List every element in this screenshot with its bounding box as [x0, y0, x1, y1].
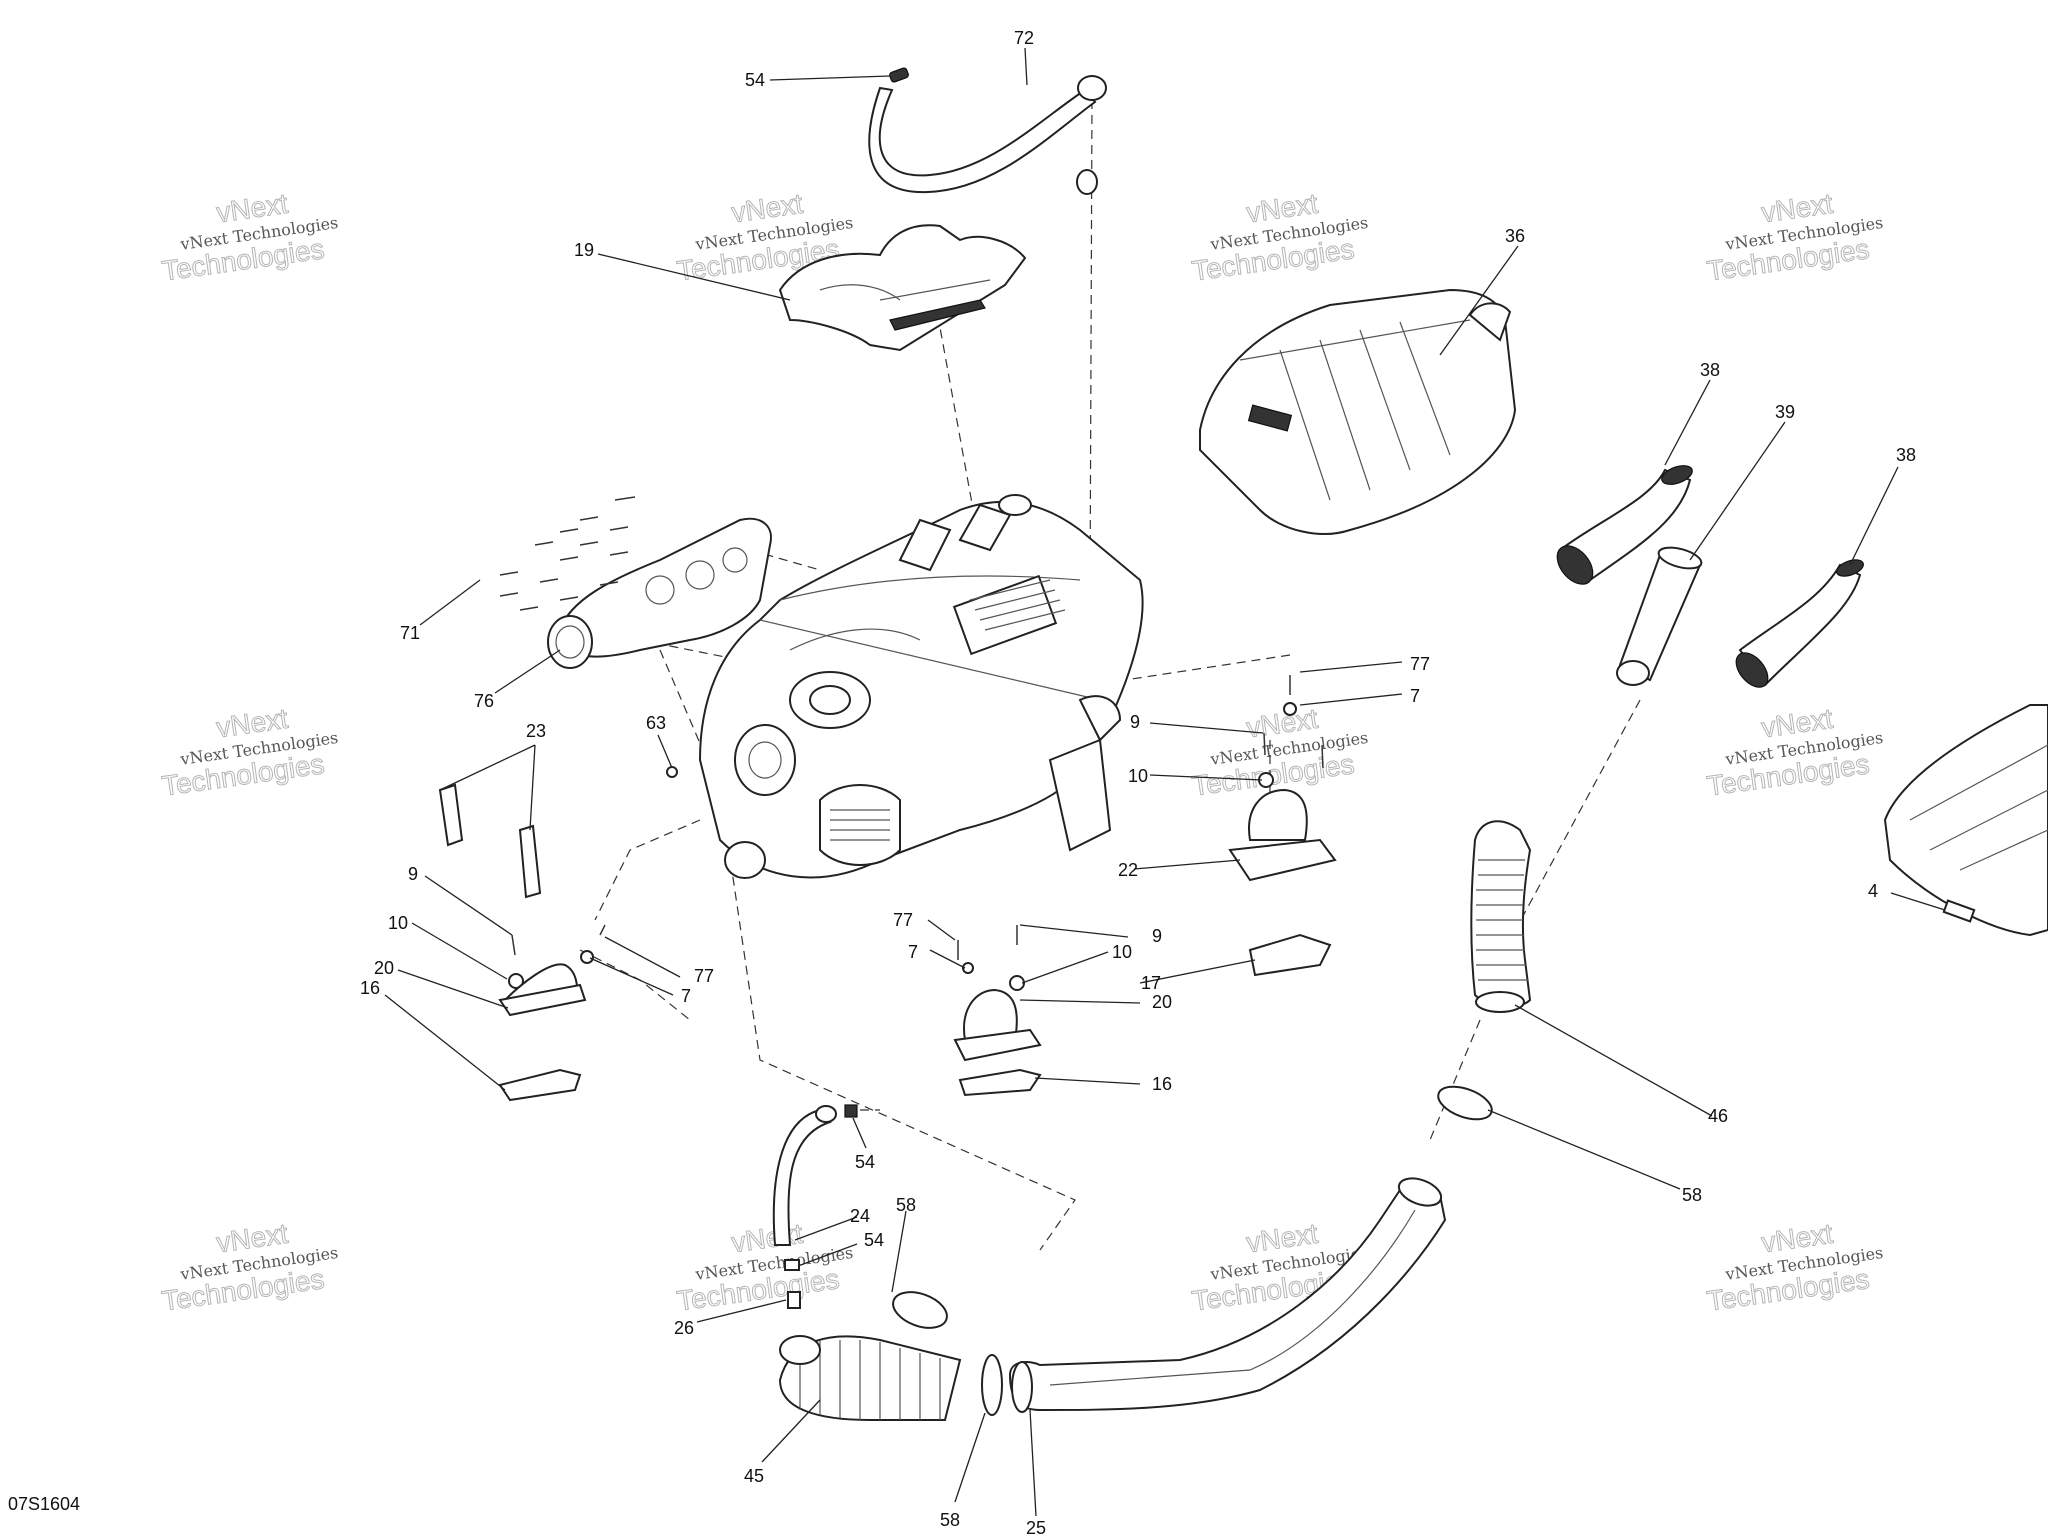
callout-76: 76: [474, 691, 494, 711]
brackets-23: [438, 783, 542, 899]
callout-58: 58: [896, 1195, 916, 1215]
callout-46: 46: [1708, 1106, 1728, 1126]
intake-bellows-46: [1470, 820, 1532, 1013]
callout-54: 54: [864, 1230, 884, 1250]
intake-bellows-45: [778, 1335, 962, 1421]
oil-pan-4: [1883, 704, 2048, 937]
callout-77: 77: [1410, 654, 1430, 674]
callout-22: 22: [1118, 860, 1138, 880]
callout-9: 9: [1130, 712, 1140, 732]
clamps-58: [892, 1085, 1493, 1416]
callout-9: 9: [408, 864, 418, 884]
callout-54: 54: [745, 70, 765, 90]
callout-16: 16: [360, 978, 380, 998]
plug-63: [666, 766, 678, 778]
callout-71: 71: [400, 623, 420, 643]
callout-4: 4: [1868, 881, 1878, 901]
callout-10: 10: [1128, 766, 1148, 786]
callout-17: 17: [1141, 973, 1161, 993]
engine-assembly: [698, 494, 1144, 879]
callout-58: 58: [940, 1510, 960, 1530]
callout-38: 38: [1896, 445, 1916, 465]
callout-54: 54: [855, 1152, 875, 1172]
callout-labels: 72 54 19 36 38 39 38 71 76 23 63 77 7 9 …: [360, 28, 1916, 1536]
callout-10: 10: [388, 913, 408, 933]
callout-20: 20: [1152, 992, 1172, 1012]
bolts-71: [499, 496, 636, 611]
callout-7: 7: [908, 942, 918, 962]
callout-16: 16: [1152, 1074, 1172, 1094]
exhaust-manifold-76: [547, 517, 772, 669]
callout-23: 23: [526, 721, 546, 741]
engine-mount-center: [953, 925, 1332, 1097]
intake-tube-25: [1008, 1177, 1447, 1413]
callout-58: 58: [1682, 1185, 1702, 1205]
airbox-cover-36: [1199, 288, 1517, 535]
callout-38: 38: [1700, 360, 1720, 380]
callout-39: 39: [1775, 402, 1795, 422]
leader-lines: [384, 47, 1946, 1517]
callout-20: 20: [374, 958, 394, 978]
callout-63: 63: [646, 713, 666, 733]
callout-19: 19: [574, 240, 594, 260]
clamp-54-top: [889, 67, 909, 83]
callout-10: 10: [1112, 942, 1132, 962]
callout-72: 72: [1014, 28, 1034, 48]
callout-7: 7: [1410, 686, 1420, 706]
engine-cover-19: [778, 224, 1027, 352]
callout-77: 77: [694, 966, 714, 986]
air-tube-38-right: [1735, 559, 1864, 688]
air-tube-39: [1616, 546, 1703, 686]
figure-reference-code: 07S1604: [8, 1494, 80, 1514]
callout-26: 26: [674, 1318, 694, 1338]
engine-mount-left: [498, 924, 606, 1102]
callout-45: 45: [744, 1466, 764, 1486]
callout-36: 36: [1505, 226, 1525, 246]
callout-7: 7: [681, 986, 691, 1006]
hose-24: [772, 1104, 858, 1309]
callout-9: 9: [1152, 926, 1162, 946]
engine-mount-right-22: [1228, 675, 1337, 882]
callout-25: 25: [1026, 1518, 1046, 1536]
callout-24: 24: [850, 1206, 870, 1226]
breather-hose-72: [868, 75, 1107, 195]
callout-77: 77: [893, 910, 913, 930]
air-tube-38-left: [1556, 465, 1693, 585]
